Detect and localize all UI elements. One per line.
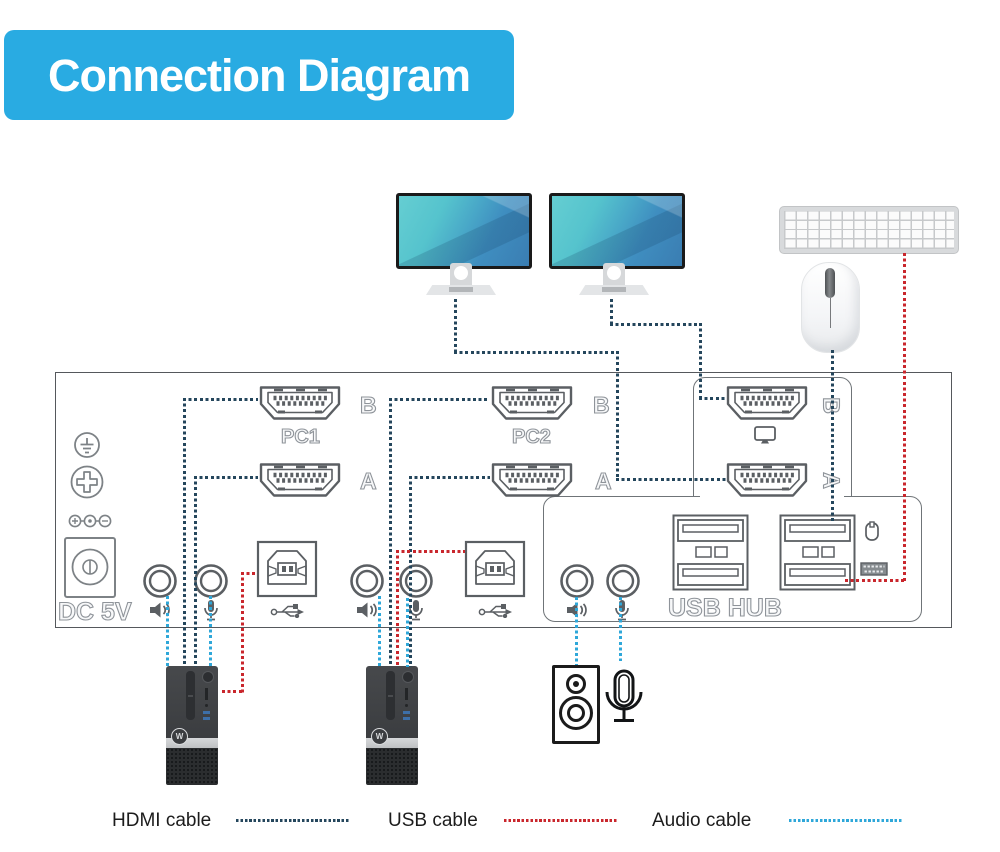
legend-audio-line: [789, 819, 902, 822]
usb-cable-line: [396, 550, 465, 554]
mouse-cable-line: [831, 350, 835, 522]
dc-polarity-icon: [67, 513, 113, 529]
hdmi-cable-line: [454, 299, 458, 353]
legend-audio-label: Audio cable: [652, 810, 752, 831]
pc1-port-b-label: B: [359, 391, 377, 418]
monitor-2-stand: [603, 263, 625, 286]
monitor-1-screen: [396, 193, 532, 269]
audio-cable-line: [378, 596, 382, 667]
monitor-1-stand: [450, 263, 472, 286]
legend-hdmi-line: [236, 819, 349, 822]
pc2-port-b-label: B: [592, 391, 610, 418]
usb-trident-icon: [270, 600, 306, 618]
monitor-2-screen: [549, 193, 685, 269]
keyboard: [779, 206, 959, 254]
ground-icon: [73, 431, 101, 459]
audio-jack-speaker-pc2: [348, 562, 386, 600]
mouse-scroll-wheel: [825, 268, 835, 298]
usb-cable-line: [241, 572, 258, 576]
hdmi-cable-line: [409, 476, 413, 667]
optical-drive-slot: [186, 671, 195, 720]
power-button: [402, 671, 414, 683]
page-title: Connection Diagram: [48, 50, 471, 101]
dc-power-jack: [63, 536, 117, 599]
audio-cable-line: [575, 597, 579, 665]
pc1-port-a-label: A: [359, 467, 377, 494]
pc-tower-2: W: [366, 666, 418, 785]
mouse: [801, 262, 860, 353]
hdmi-cable-line: [389, 398, 490, 402]
hdmi-cable-line: [616, 351, 620, 481]
hdmi-cable-line: [409, 476, 490, 480]
hdmi-cable-line: [699, 397, 727, 401]
dc-label: DC 5V: [57, 597, 132, 626]
pc1-label: PC1: [280, 425, 320, 448]
hdmi-cable-line: [194, 476, 198, 667]
usb-cable-line: [241, 572, 245, 693]
audio-cable-line: [166, 596, 170, 667]
audio-jack-speaker-console: [558, 562, 596, 600]
hdmi-cable-line: [610, 323, 702, 327]
audio-jack-mic-console: [604, 562, 642, 600]
usb-b-port-pc2: [464, 540, 526, 598]
hdmi-port-pc1-b: [258, 385, 342, 421]
usb-cable-line: [845, 579, 906, 583]
audio-cable-line: [406, 598, 410, 667]
pc2-port-a-label: A: [594, 467, 612, 494]
hdmi-cable-line: [454, 351, 619, 355]
legend-hdmi-label: HDMI cable: [112, 810, 212, 831]
hdmi-cable-line: [610, 299, 614, 326]
hdmi-port-pc1-a: [258, 462, 342, 498]
legend-usb-line: [504, 819, 617, 822]
power-button: [202, 671, 214, 683]
usb-hub-label: USB HUB: [667, 593, 782, 622]
hdmi-port-pc2-b: [490, 385, 574, 421]
hdmi-port-console-a: [725, 462, 809, 498]
audio-cable-line: [209, 596, 213, 667]
hdmi-cable-line: [616, 478, 727, 482]
audio-jack-mic-pc2: [397, 562, 435, 600]
title-banner: Connection Diagram: [4, 30, 514, 120]
usb-a-stack-1: [672, 514, 749, 591]
audio-cable-line: [619, 597, 623, 661]
pc2-label: PC2: [511, 425, 551, 448]
audio-jack-speaker-pc1: [141, 562, 179, 600]
hdmi-port-pc2-a: [490, 462, 574, 498]
usb-trident-icon: [478, 600, 514, 618]
mini-connector-icon: [860, 562, 888, 576]
mouse-icon: [864, 521, 880, 542]
hdmi-cable-line: [183, 398, 258, 402]
hdmi-cable-line: [183, 398, 187, 667]
usb-cable-line: [222, 690, 244, 694]
optical-drive-slot: [386, 671, 395, 720]
usb-b-port-pc1: [256, 540, 318, 598]
hdmi-port-console-b: [725, 385, 809, 421]
microphone: [603, 669, 645, 727]
phillips-screw-icon: [69, 464, 105, 500]
hdmi-cable-line: [389, 398, 393, 667]
hdmi-cable-line: [194, 476, 258, 480]
usb-cable-line: [396, 550, 400, 667]
audio-jack-mic-pc1: [192, 562, 230, 600]
hdmi-cable-line: [699, 323, 703, 400]
legend-usb-label: USB cable: [388, 810, 478, 831]
display-icon: [753, 425, 777, 445]
speaker-icon: [355, 601, 379, 619]
pc-brand-logo: W: [171, 728, 188, 745]
pc-brand-logo: W: [371, 728, 388, 745]
usb-cable-line: [903, 253, 907, 582]
speaker-box: [552, 665, 600, 744]
pc-tower-1: W: [166, 666, 218, 785]
